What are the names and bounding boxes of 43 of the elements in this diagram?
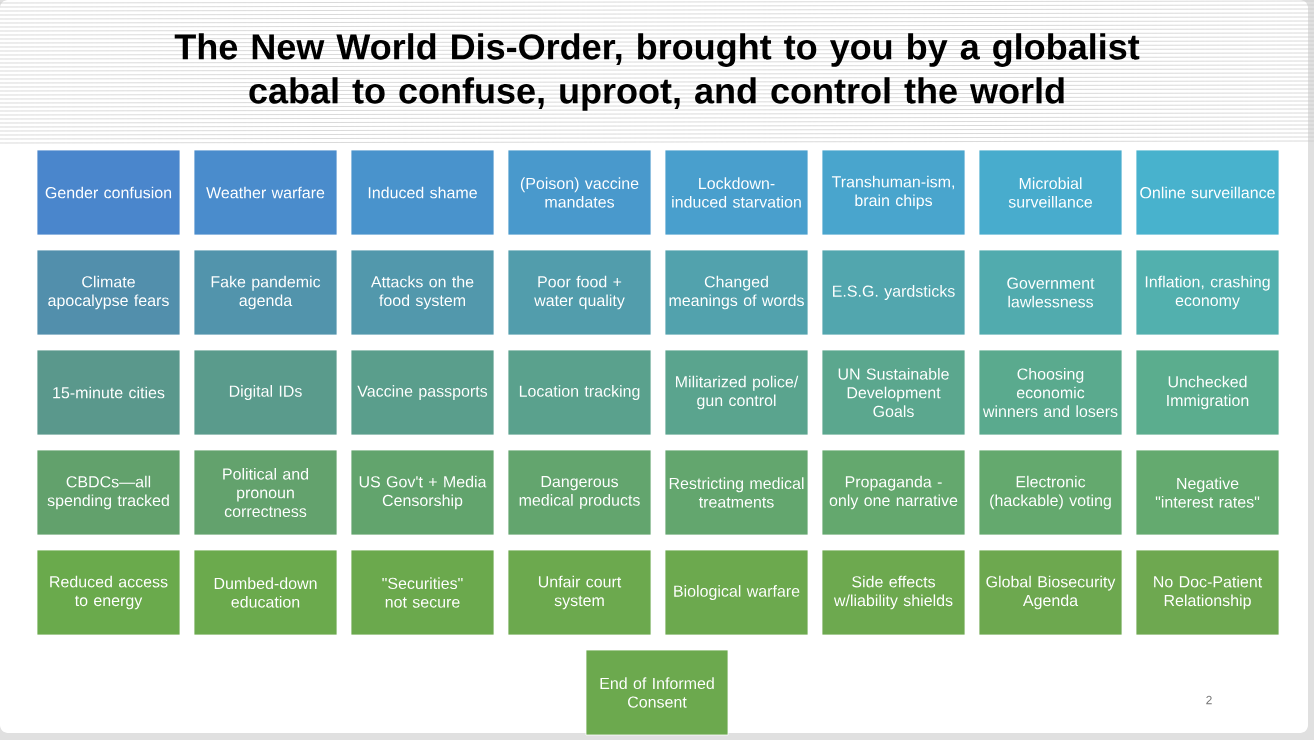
- topic-box: Unfair court system: [507, 549, 652, 636]
- topic-box: Lockdown-induced starvation: [664, 149, 809, 236]
- topic-box: Militarized police/ gun control: [664, 349, 809, 436]
- title: The New World Dis-Order, brought to you by a globalist cabal to confuse, uproot, and control the world: [174, 33, 1140, 111]
- topic-box: Restricting medical treatments: [664, 449, 809, 536]
- topic-box: Changed meanings of words: [664, 249, 809, 336]
- topic-box: Global Biosecurity Agenda: [978, 549, 1123, 636]
- topic-box: "Securities" not secure: [350, 549, 495, 636]
- topic-box: Reduced access to energy: [36, 549, 181, 636]
- topic-box: CBDCs—all spending tracked: [36, 449, 181, 536]
- topic-box: Location tracking: [507, 349, 652, 436]
- topic-box: Political and pronoun correctness: [193, 449, 338, 536]
- topic-box: Microbial surveillance: [978, 149, 1123, 236]
- topic-box: Government lawlessness: [978, 249, 1123, 336]
- topic-box: Gender confusion: [36, 149, 181, 236]
- topic-box: Weather warfare: [193, 149, 338, 236]
- topic-box: UN Sustainable Development Goals: [821, 349, 966, 436]
- topic-box: No Doc-Patient Relationship: [1135, 549, 1280, 636]
- topic-box: Induced shame: [350, 149, 495, 236]
- topic-box: (Poison) vaccine mandates: [507, 149, 652, 236]
- topic-box: US Gov't + Media Censorship: [350, 449, 495, 536]
- topic-box: Inflation, crashing economy: [1135, 249, 1280, 336]
- topic-box: Online surveillance: [1135, 149, 1280, 236]
- topic-box: Biological warfare: [664, 549, 809, 636]
- page-number: 2: [1206, 695, 1212, 705]
- topic-box: Transhuman-ism, brain chips: [821, 149, 966, 236]
- topic-box: 15-minute cities: [36, 349, 181, 436]
- topic-box: Vaccine passports: [350, 349, 495, 436]
- topic-box: Electronic (hackable) voting: [978, 449, 1123, 536]
- topic-box: End of Informed Consent: [585, 649, 729, 736]
- topic-box: Dangerous medical products: [507, 449, 652, 536]
- topic-box: Choosing economic winners and losers: [978, 349, 1123, 436]
- topic-box: Attacks on the food system: [350, 249, 495, 336]
- topic-box: Dumbed-down education: [193, 549, 338, 636]
- topic-box: Climate apocalypse fears: [36, 249, 181, 336]
- topic-box: Unchecked Immigration: [1135, 349, 1280, 436]
- topic-box: Fake pandemic agenda: [193, 249, 338, 336]
- topic-box: Negative "interest rates": [1135, 449, 1280, 536]
- topic-box: Poor food + water quality: [507, 249, 652, 336]
- topic-box: Side effects w/liability shields: [821, 549, 966, 636]
- topic-box: Digital IDs: [193, 349, 338, 436]
- topic-box: Propaganda - only one narrative: [821, 449, 966, 536]
- topic-box: E.S.G. yardsticks: [821, 249, 966, 336]
